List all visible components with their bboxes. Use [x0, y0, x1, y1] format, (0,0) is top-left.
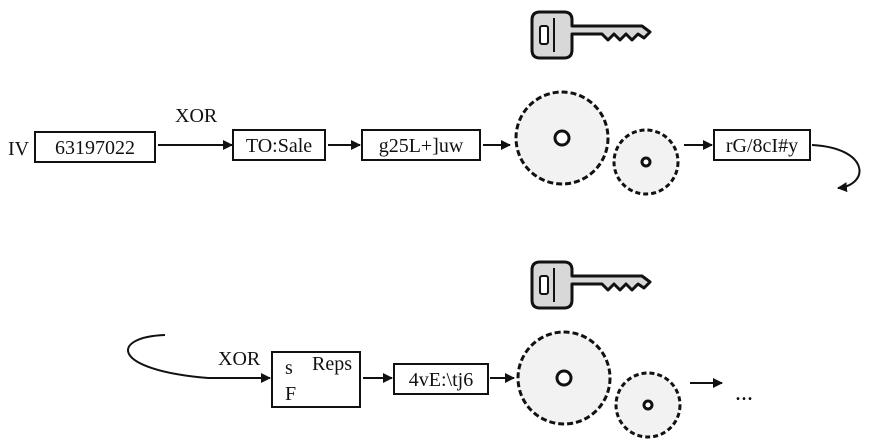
iv-value: 63197022 [55, 137, 135, 159]
feedback-arrow-in [128, 335, 208, 378]
xor-label-1: XOR [175, 105, 218, 127]
feedback-arrow-out [812, 145, 859, 188]
gears-icon [516, 92, 678, 194]
plaintext-2-b: Reps [312, 353, 352, 375]
xor-label-2: XOR [218, 348, 261, 370]
gears-icon [518, 332, 680, 437]
xored-2: 4vE:\tj6 [409, 369, 473, 391]
key-icon [532, 262, 650, 308]
xored-1: g25L+]uw [379, 135, 464, 157]
continuation-ellipsis: ... [735, 380, 753, 406]
ciphertext-1: rG/8cI#y [726, 135, 798, 157]
iv-label: IV [8, 138, 30, 160]
plaintext-2-a: s [285, 357, 293, 379]
plaintext-2-c: F [285, 383, 296, 405]
key-icon [532, 12, 650, 58]
plaintext-1: TO:Sale [246, 135, 312, 157]
